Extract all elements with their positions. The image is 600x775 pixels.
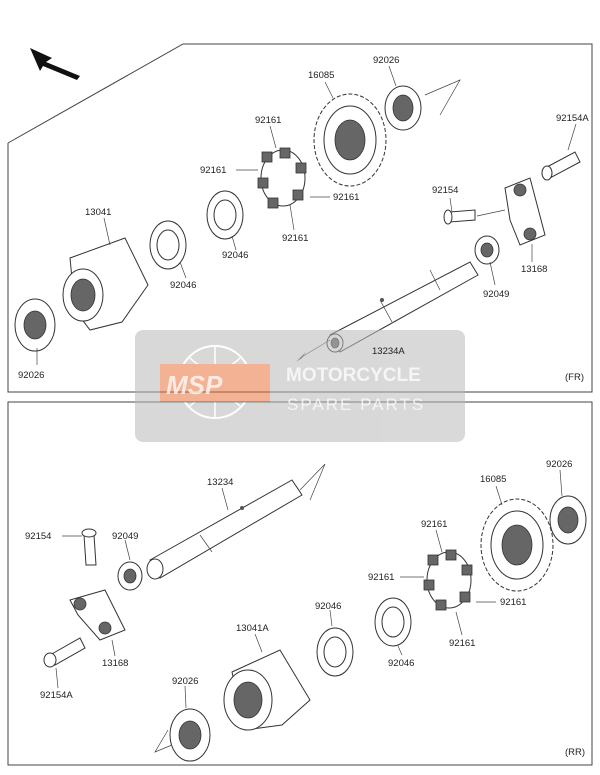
top-panel-labels: 16085 92026 92161 92161 92161 92161 9215… — [18, 55, 589, 383]
bracket-13168-top — [504, 177, 546, 246]
washer-92026-top — [384, 85, 422, 131]
watermark-line1: MOTORCYCLE — [286, 365, 421, 386]
label-13041A: 13041A — [236, 623, 269, 634]
needle-cage-92161-bottom — [423, 549, 473, 611]
label-92161-d: 92161 — [282, 233, 308, 244]
roller-bearing-92046-bottom-b — [316, 627, 354, 677]
label-13234A: 13234A — [372, 346, 405, 357]
label-13168-top: 13168 — [521, 264, 547, 275]
bolt-92154-bottom — [81, 528, 97, 566]
label-92161-b: 92161 — [200, 165, 226, 176]
label-92161-a: 92161 — [255, 115, 281, 126]
bottom-panel-labels: 13234 16085 92026 92154 92049 92161 9216… — [25, 459, 585, 758]
bearing-92049-bottom — [117, 561, 143, 591]
label-13041: 13041 — [85, 207, 111, 218]
label-92046-b: 92046 — [170, 280, 196, 291]
msp-logo-badge — [160, 364, 270, 402]
shaft-13234 — [146, 479, 303, 580]
bottom-leader-lines — [55, 469, 563, 709]
label-92026-right: 92026 — [546, 459, 572, 470]
watermark-line2: SPARE PARTS — [287, 395, 425, 414]
panel-tag-rr: (RR) — [565, 747, 585, 758]
label-92161-bottom-d: 92161 — [449, 638, 475, 649]
needle-cage-92161 — [257, 147, 307, 209]
housing-13041A — [223, 649, 311, 731]
label-92154-top: 92154 — [432, 185, 458, 196]
label-92154A-bottom: 92154A — [40, 690, 73, 701]
top-panel-frame — [7, 43, 593, 393]
roller-bearing-92046-a — [206, 190, 244, 240]
watermark-logo-text: MSP — [166, 370, 223, 400]
label-92046-bottom-b: 92046 — [388, 658, 414, 669]
gear-16085 — [313, 93, 387, 187]
bearing-92049-top — [474, 235, 500, 265]
label-92046-a: 92046 — [222, 250, 248, 261]
label-92154-bottom: 92154 — [25, 531, 51, 542]
bolt-92154A-bottom — [43, 637, 86, 668]
label-92161-bottom-b: 92161 — [368, 572, 394, 583]
roller-bearing-92046-bottom-a — [374, 597, 412, 647]
label-92049-top: 92049 — [483, 289, 509, 300]
label-92161-c: 92161 — [333, 192, 359, 203]
label-92049-bottom: 92049 — [112, 531, 138, 542]
top-leader-lines — [36, 65, 577, 365]
direction-arrow-icon — [30, 48, 80, 80]
label-92161-bottom-a: 92161 — [421, 519, 447, 530]
label-92026-bottom-left: 92026 — [172, 676, 198, 687]
label-92154A-top: 92154A — [556, 113, 589, 124]
housing-13041 — [62, 237, 149, 331]
label-13234: 13234 — [207, 477, 233, 488]
gear-16085-bottom — [480, 498, 554, 592]
watermark-text: MSP MOTORCYCLE SPARE PARTS — [166, 365, 425, 414]
bolt-92154A-top — [541, 151, 581, 181]
label-92026-top: 92026 — [373, 55, 399, 66]
label-16085-bottom: 16085 — [480, 474, 506, 485]
washer-92026-right — [549, 495, 587, 545]
bracket-13168-bottom — [69, 589, 126, 641]
label-92161-bottom-c: 92161 — [500, 597, 526, 608]
bolt-92154-top — [443, 209, 476, 225]
washer-92026-bottom-left — [169, 708, 211, 762]
label-92046-bottom-a: 92046 — [315, 601, 341, 612]
roller-bearing-92046-b — [149, 220, 187, 270]
label-16085: 16085 — [308, 70, 334, 81]
washer-92026-left — [14, 298, 56, 352]
label-92026-left: 92026 — [18, 370, 44, 381]
label-13168-bottom: 13168 — [102, 658, 128, 669]
panel-tag-fr: (FR) — [565, 372, 584, 383]
watermark — [135, 330, 465, 442]
